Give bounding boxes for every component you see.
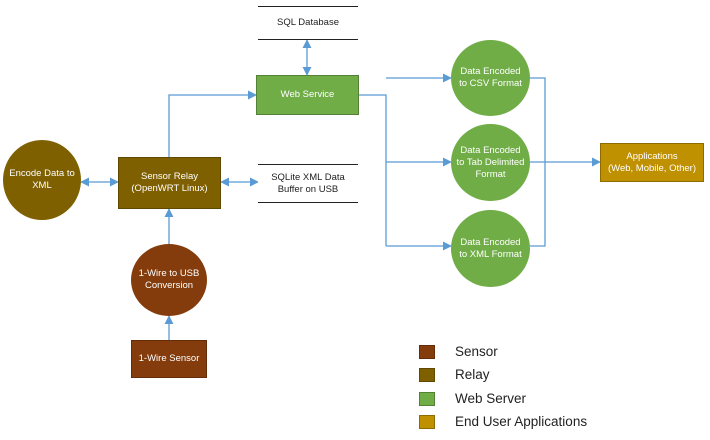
sqlite-buffer-store: SQLite XML Data Buffer on USB [258, 164, 358, 203]
legend-swatch-relay [419, 368, 435, 382]
legend-swatch-end-user [419, 415, 435, 429]
one-wire-usb-node: 1-Wire to USB Conversion [131, 244, 207, 316]
legend-label-web-server: Web Server [455, 391, 527, 406]
sql-database-store: SQL Database [258, 6, 358, 40]
sensor-relay-node: Sensor Relay (OpenWRT Linux) [118, 157, 221, 209]
legend-swatch-web-server [419, 392, 435, 406]
link-csv-apps [530, 77, 546, 162]
legend-label-end-user: End User Applications [455, 414, 588, 429]
legend-label-sensor: Sensor [455, 344, 498, 359]
legend-swatch-sensor [419, 345, 435, 359]
encode-xml-node: Encode Data to XML [3, 140, 81, 220]
xml-format-node: Data Encoded to XML Format [451, 210, 530, 287]
legend-label-relay: Relay [455, 367, 490, 382]
applications-node: Applications (Web, Mobile, Other) [600, 143, 704, 182]
link-xml-apps [530, 162, 546, 247]
csv-format-node: Data Encoded to CSV Format [451, 40, 530, 116]
link-relay-webservice [168, 90, 257, 157]
one-wire-sensor-node: 1-Wire Sensor [131, 340, 207, 378]
tab-format-node: Data Encoded to Tab Delimited Format [451, 124, 530, 201]
web-service-node: Web Service [256, 75, 359, 115]
link-webservice-branch [359, 94, 387, 246]
